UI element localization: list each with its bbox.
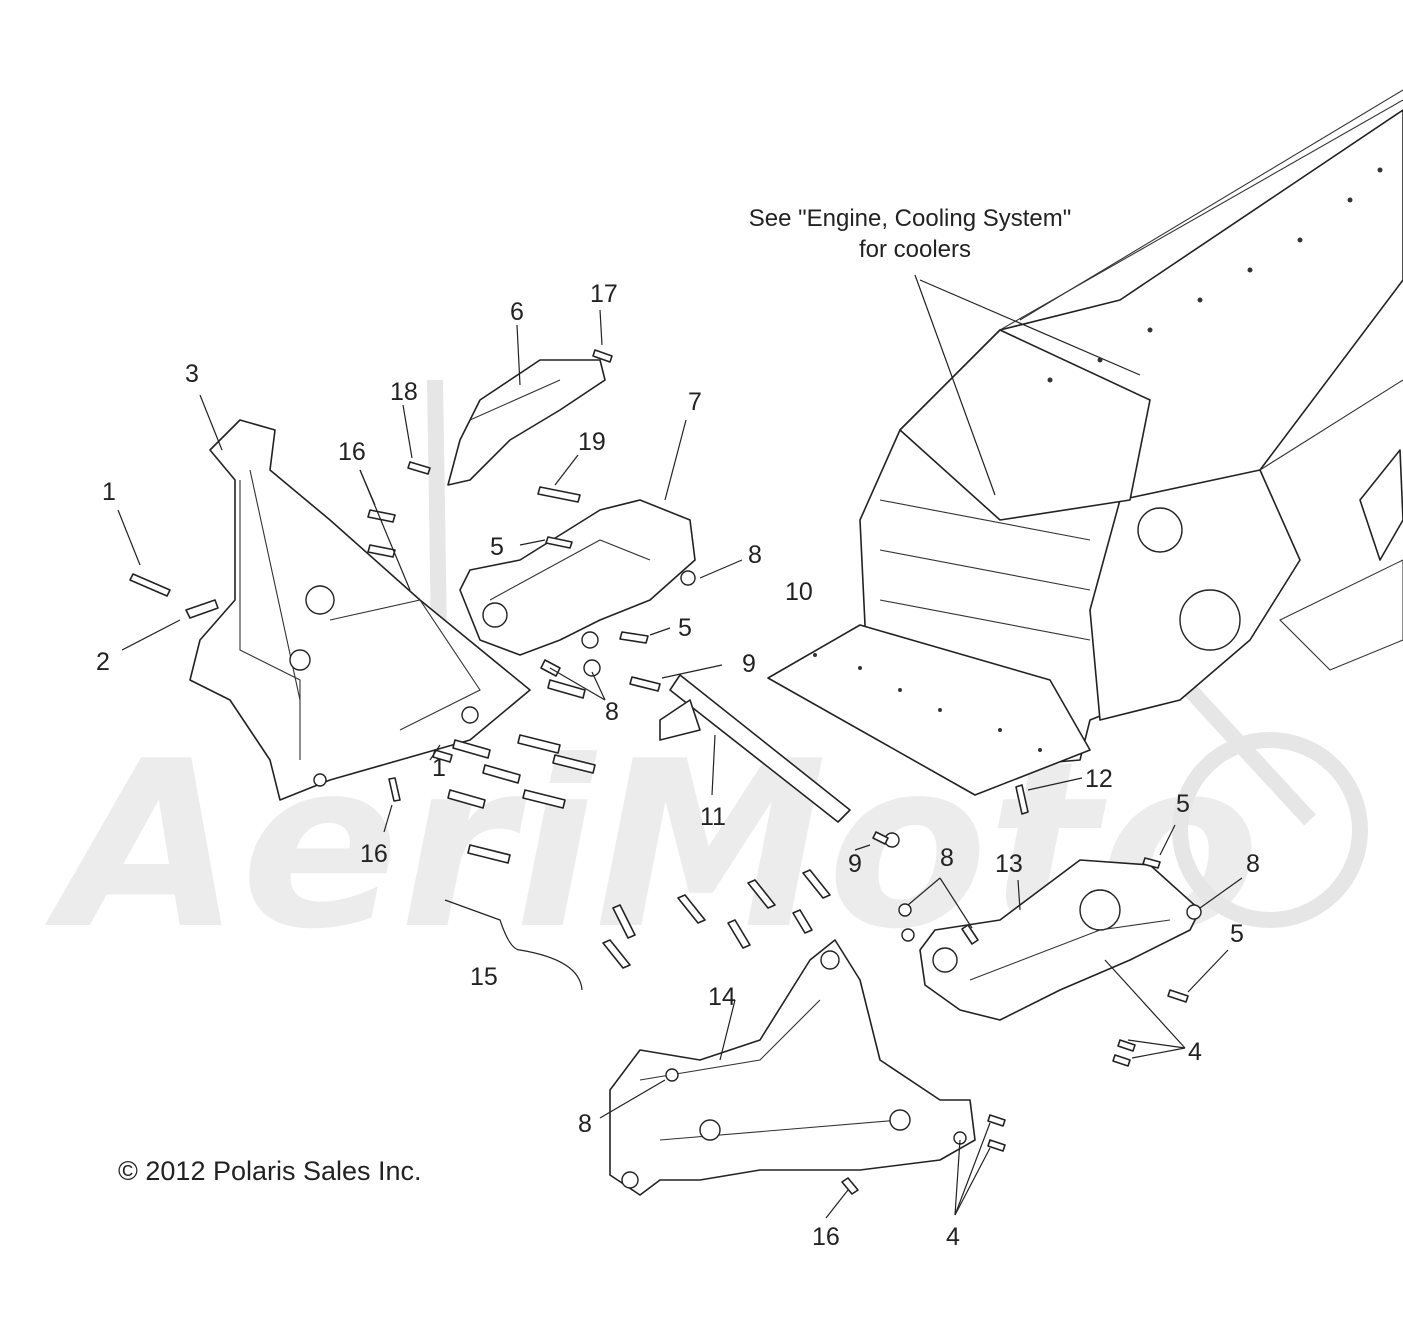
callout-17: 17 xyxy=(590,280,618,308)
callout-9: 9 xyxy=(742,650,756,678)
callout-labels: 1 1 2 3 4 4 5 5 5 5 6 7 8 8 8 8 8 9 9 10… xyxy=(96,280,1260,1251)
callout-9: 9 xyxy=(848,850,862,878)
callout-8: 8 xyxy=(940,844,954,872)
callout-10: 10 xyxy=(785,578,813,606)
callout-16: 16 xyxy=(360,840,388,868)
callout-8: 8 xyxy=(605,698,619,726)
watermark-wheel xyxy=(1172,732,1368,928)
callout-3: 3 xyxy=(185,360,199,388)
callout-1: 1 xyxy=(102,478,116,506)
callout-5: 5 xyxy=(1230,920,1244,948)
cooling-note-line-2: for coolers xyxy=(859,236,971,263)
part-6-bracket xyxy=(447,359,606,486)
tunnel-assembly xyxy=(859,89,1403,771)
callout-8: 8 xyxy=(1246,850,1260,878)
callout-13: 13 xyxy=(995,850,1023,878)
callout-1: 1 xyxy=(432,754,446,782)
part-13-bracket xyxy=(919,859,1201,1021)
leader-lines xyxy=(117,274,1243,1219)
callout-6: 6 xyxy=(510,298,524,326)
callout-4: 4 xyxy=(1188,1038,1202,1066)
callout-18: 18 xyxy=(390,378,418,406)
callout-5: 5 xyxy=(678,614,692,642)
callout-15: 15 xyxy=(470,963,498,991)
callout-4: 4 xyxy=(946,1223,960,1251)
cooling-note-line-1: See "Engine, Cooling System" xyxy=(749,205,1072,232)
bolt-set-15 xyxy=(447,679,831,969)
watermark-fork xyxy=(1184,684,1316,826)
part-11-shaft xyxy=(659,674,851,823)
small-hardware xyxy=(129,349,1202,1195)
part-7-mount xyxy=(459,499,696,656)
callout-16: 16 xyxy=(338,438,366,466)
callout-8: 8 xyxy=(578,1110,592,1138)
callout-7: 7 xyxy=(688,388,702,416)
callout-5: 5 xyxy=(490,533,504,561)
callout-14: 14 xyxy=(708,983,736,1011)
part-14-frame xyxy=(609,939,976,1196)
callout-2: 2 xyxy=(96,648,110,676)
part-10-plate xyxy=(767,624,1091,796)
part-3-bulkhead xyxy=(189,419,531,801)
callout-11: 11 xyxy=(700,803,726,831)
callout-19: 19 xyxy=(578,428,606,456)
callout-12: 12 xyxy=(1085,765,1113,793)
callout-8: 8 xyxy=(748,541,762,569)
callout-5: 5 xyxy=(1176,790,1190,818)
callout-16: 16 xyxy=(812,1223,840,1251)
copyright: © 2012 Polaris Sales Inc. xyxy=(118,1156,422,1186)
